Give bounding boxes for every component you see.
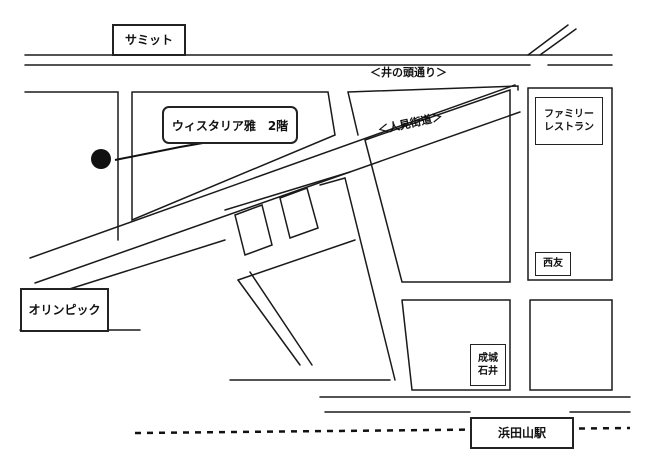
hitomi-road-edge-upper [29, 84, 516, 259]
block-wisteria [131, 91, 336, 222]
destination-label: ウィスタリア雅 2階 [171, 118, 289, 133]
seiyu-label: 西友 [543, 258, 563, 270]
block-left-upper [24, 91, 119, 241]
road-label-inokashira: ＜井の頭通り＞ [370, 66, 447, 79]
seijo-ishii-label-1: 成城 [478, 352, 498, 364]
landmark-seijo-ishii: 成城 石井 [470, 344, 506, 386]
destination-marker [91, 149, 111, 169]
building-block-1 [234, 204, 273, 256]
building-block-2 [279, 187, 319, 239]
block-middle-top [347, 85, 519, 93]
summit-label: サミット [124, 32, 173, 47]
station-label: 浜田山駅 [497, 425, 546, 440]
hitomi-road-edge-lower [34, 111, 521, 284]
landmark-olympic: オリンピック [20, 288, 109, 332]
olympic-label: オリンピック [28, 302, 101, 317]
family-restaurant-label-2: レストラン [544, 122, 594, 133]
landmark-station: 浜田山駅 [470, 417, 574, 449]
block-lower-center [401, 299, 511, 391]
block-east [364, 88, 511, 283]
block-lower-right [529, 299, 613, 391]
landmark-seiyu: 西友 [535, 252, 571, 276]
family-restaurant-label-1: ファミリー [544, 108, 594, 120]
destination-callout: ウィスタリア雅 2階 [162, 106, 298, 144]
diagonal-road-edge [527, 24, 569, 56]
landmark-summit: サミット [112, 24, 186, 56]
landmark-family-restaurant: ファミリー レストラン [535, 97, 603, 145]
seijo-ishii-label-2: 石井 [478, 366, 498, 377]
